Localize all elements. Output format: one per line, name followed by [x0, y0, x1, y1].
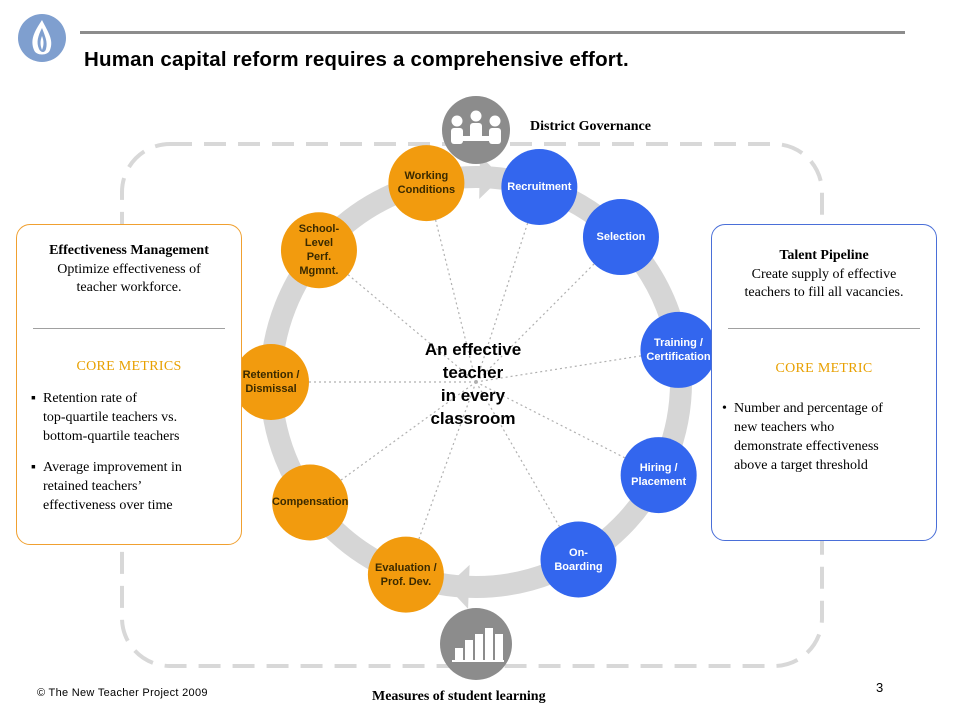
chart-baseline: [452, 660, 504, 662]
bullet-text: Number and percentage of new teachers wh…: [734, 401, 883, 473]
node-circle-training-certification: [640, 311, 717, 388]
node-label-recruitment: Recruitment: [507, 181, 572, 194]
node-circle-recruitment: [501, 149, 578, 226]
meeting-table: [454, 136, 498, 141]
header-rule: [80, 31, 905, 34]
core-metrics-list: ▪ Retention rate of top-quartile teachers…: [31, 389, 236, 527]
chart-bar: [455, 648, 463, 660]
flame-logo-icon: [16, 12, 68, 64]
core-metric-title: CORE METRIC: [775, 361, 873, 376]
node-label-working-conditions: Working Conditions: [397, 170, 456, 197]
copyright-notice: © The New Teacher Project 2009: [37, 687, 208, 699]
node-circle-on-boarding: [540, 521, 617, 598]
node-label-evaluation-prof-dev: Evaluation / Prof. Dev.: [375, 561, 437, 588]
node-circle-selection: [582, 199, 659, 276]
node-circle-evaluation-prof-dev: [367, 536, 444, 613]
core-metrics-title: CORE METRICS: [76, 359, 182, 374]
panel-heading: Talent Pipeline: [779, 248, 869, 263]
center-statement: An effective teacher in every classroom: [424, 340, 522, 428]
bullet-text: Retention rate of top-quartile teachers …: [43, 391, 180, 444]
measures-of-student-learning-label: Measures of student learning: [372, 689, 546, 704]
node-label-compensation: Compensation: [271, 496, 349, 509]
chart-bar: [465, 640, 473, 660]
page-title: Human capital reform requires a comprehe…: [84, 48, 629, 71]
bullet-marker-icon: ▪: [31, 460, 36, 475]
node-label-training-certification: Training / Certification: [646, 336, 711, 363]
chart-bar: [495, 634, 503, 660]
panel-divider: [33, 328, 225, 329]
district-governance-label: District Governance: [530, 119, 651, 134]
node-label-selection: Selection: [596, 231, 646, 244]
panel-subtext: Optimize effectiveness of teacher workfo…: [57, 262, 201, 295]
chart-bar: [475, 634, 483, 660]
effectiveness-management-panel: Effectiveness Management Optimize effect…: [16, 224, 242, 545]
bullet-text: Average improvement in retained teachers…: [43, 460, 182, 513]
cycle-arrowhead-top: [479, 155, 502, 200]
metric-bullet: ▪ Retention rate of top-quartile teachers…: [31, 389, 236, 446]
node-label-retention-dismissal: Retention / Dismissal: [242, 369, 300, 395]
person-body: [470, 123, 482, 139]
bullet-marker-icon: •: [722, 401, 727, 416]
metric-bullet: ▪ Average improvement in retained teacher…: [31, 458, 236, 515]
chart-bar: [485, 628, 493, 660]
metric-bullet: • Number and percentage of new teachers w…: [722, 399, 932, 475]
node-label-on-boarding: On- Boarding: [554, 546, 603, 573]
node-circle-retention-dismissal: [233, 344, 309, 420]
bullet-marker-icon: ▪: [31, 391, 36, 406]
person-head: [451, 115, 463, 127]
panel-heading: Effectiveness Management: [49, 243, 209, 258]
node-label-school-level-perf-mgmnt: School- Level Perf. Mgmnt.: [298, 223, 340, 278]
person-head: [470, 110, 482, 122]
panel-divider: [728, 328, 920, 329]
panel-subtext: Create supply of effective teachers to f…: [744, 267, 904, 300]
page-number: 3: [876, 680, 884, 695]
core-metric-list: • Number and percentage of new teachers w…: [722, 399, 932, 487]
node-circle-hiring-placement: [620, 437, 697, 514]
node-circle-school-level-perf-mgmnt: [280, 212, 357, 289]
node-circle-working-conditions: [388, 145, 465, 222]
person-head: [489, 115, 501, 127]
talent-pipeline-panel: Talent Pipeline Create supply of effecti…: [711, 224, 937, 541]
cycle-arrowhead-bottom: [446, 564, 470, 609]
node-label-hiring-placement: Hiring / Placement: [631, 462, 687, 489]
node-circle-compensation: [272, 464, 349, 541]
